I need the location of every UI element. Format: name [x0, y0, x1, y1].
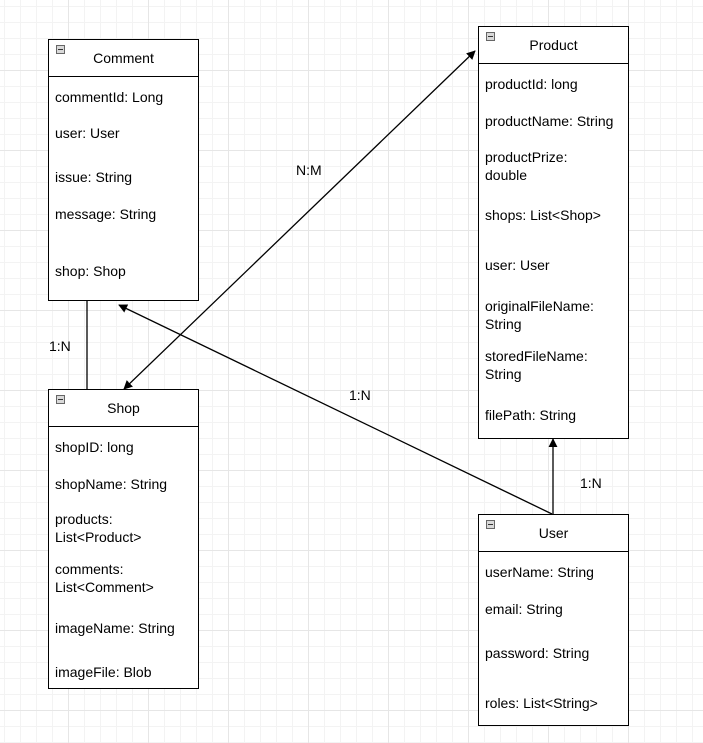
- attr-comment-id: commentId: Long: [55, 89, 164, 105]
- label-shop-product: N:M: [296, 162, 322, 178]
- attr-product-original-file-name: originalFileName: String: [485, 298, 594, 332]
- attr-shop-image-name: imageName: String: [55, 620, 175, 636]
- class-comment[interactable]: Comment commentId: Long user: User issue…: [48, 39, 199, 301]
- shop-product-association: [123, 50, 476, 390]
- class-comment-header: Comment: [49, 40, 198, 77]
- class-user-name: User: [538, 525, 569, 541]
- collapse-icon[interactable]: [486, 520, 495, 529]
- attr-comment-issue: issue: String: [55, 169, 133, 185]
- collapse-icon[interactable]: [56, 45, 65, 54]
- attr-user-password: password: String: [485, 645, 590, 661]
- attr-user-email: email: String: [485, 601, 563, 617]
- label-user-comment: 1:N: [349, 387, 371, 403]
- attr-product-shops: shops: List<Shop>: [485, 207, 601, 223]
- class-shop-name: Shop: [107, 400, 140, 416]
- collapse-icon[interactable]: [486, 32, 495, 41]
- attr-product-name: productName: String: [485, 113, 614, 129]
- attr-product-stored-file-name: storedFileName: String: [485, 348, 588, 382]
- class-product-header: Product: [479, 27, 628, 64]
- attr-user-roles: roles: List<String>: [485, 695, 598, 711]
- attr-product-file-path: filePath: String: [485, 407, 577, 423]
- class-comment-name: Comment: [93, 50, 154, 66]
- attr-shop-name: shopName: String: [55, 476, 168, 492]
- collapse-icon[interactable]: [56, 395, 65, 404]
- class-product-name: Product: [529, 37, 578, 53]
- attr-product-user: user: User: [485, 257, 550, 273]
- attr-user-username: userName: String: [485, 564, 594, 580]
- class-user-header: User: [479, 515, 628, 552]
- attr-comment-shop: shop: Shop: [55, 263, 126, 279]
- attr-product-id: productId: long: [485, 76, 578, 92]
- attr-comment-user: user: User: [55, 125, 120, 141]
- user-comment-association: [118, 304, 553, 515]
- attr-shop-comments: comments: List<Comment>: [55, 561, 154, 595]
- class-product[interactable]: Product productId: long productName: Str…: [478, 26, 629, 439]
- attr-shop-image-file: imageFile: Blob: [55, 664, 152, 680]
- attr-shop-products: products: List<Product>: [55, 511, 142, 545]
- class-shop[interactable]: Shop shopID: long shopName: String produ…: [48, 389, 199, 689]
- label-user-product: 1:N: [580, 475, 602, 491]
- attr-shop-id: shopID: long: [55, 439, 134, 455]
- label-shop-comment: 1:N: [49, 338, 71, 354]
- attr-product-prize: productPrize: double: [485, 149, 568, 183]
- class-user[interactable]: User userName: String email: String pass…: [478, 514, 629, 726]
- class-shop-header: Shop: [49, 390, 198, 427]
- attr-comment-message: message: String: [55, 206, 157, 222]
